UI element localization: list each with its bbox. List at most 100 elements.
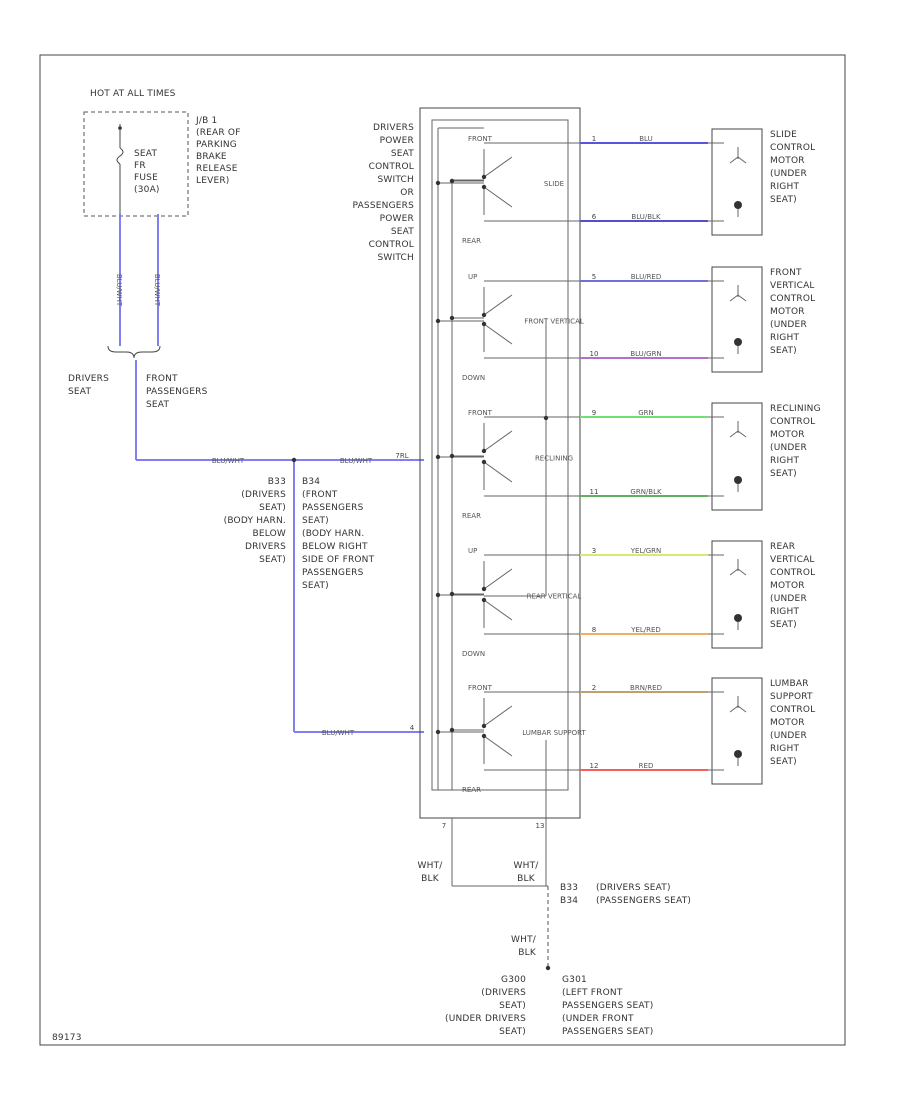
fuse-label-line: (30A) — [134, 185, 160, 195]
switch-position-bottom: DOWN — [462, 650, 485, 658]
ground-label-g301-line: (LEFT FRONT — [562, 988, 623, 998]
motor-label-line: VERTICAL — [770, 281, 815, 291]
switch-section-name: LUMBAR SUPPORT — [522, 729, 586, 737]
switch-position-top: FRONT — [468, 684, 493, 692]
motor-wire-pin: 6 — [592, 213, 597, 221]
switch-contact — [481, 597, 487, 603]
switch-rail-dot — [449, 178, 455, 184]
ground-wire-bottom-line: BLK — [518, 948, 537, 958]
motor-label-line: CONTROL — [770, 417, 815, 427]
motor-wire-label: YEL/RED — [630, 626, 661, 634]
switch-position-bottom: REAR — [462, 786, 481, 794]
seat-drivers-line: DRIVERS — [68, 374, 109, 384]
splice-right-line: B34 — [302, 477, 320, 487]
motor-label-line: CONTROL — [770, 568, 815, 578]
motor-label-line: MOTOR — [770, 307, 805, 317]
switch-rail-dot — [435, 729, 441, 735]
motor-label-line: MOTOR — [770, 156, 805, 166]
switch-contact — [481, 586, 487, 592]
switch-contact — [481, 733, 487, 739]
switch-position-bottom: REAR — [462, 237, 481, 245]
splice-right-line: (BODY HARN. — [302, 529, 364, 539]
motor-label-line: SEAT) — [770, 469, 797, 479]
switch-label-line: SWITCH — [378, 175, 415, 185]
ground-label-g301-line: G301 — [562, 975, 587, 985]
splice-right-line: SEAT) — [302, 516, 329, 526]
motor-label-line: SEAT) — [770, 757, 797, 767]
motor-icon — [734, 614, 742, 622]
jb-label-line: PARKING — [196, 140, 237, 150]
ground-label-g301-line: (UNDER FRONT — [562, 1014, 634, 1024]
motor-label-line: MOTOR — [770, 581, 805, 591]
fuse-icon — [116, 147, 124, 165]
motor-wire-label: YEL/GRN — [630, 547, 661, 555]
motor-label-line: MOTOR — [770, 718, 805, 728]
ground-wire-right-line: WHT/ — [514, 861, 540, 871]
motor-label-line: RIGHT — [770, 182, 799, 192]
motor-icon — [734, 476, 742, 484]
switch-contact — [481, 448, 487, 454]
bus-pin-top: 7RL — [395, 452, 408, 460]
ground-label-g300-line: G300 — [501, 975, 526, 985]
switch-section-name: REAR VERTICAL — [527, 593, 582, 601]
switch-position-top: UP — [468, 273, 477, 281]
splice-label-b34: B34 (FRONT PASSENGERS SEAT) (BODY HARN. BELOW… — [302, 477, 375, 591]
splice-left-line: DRIVERS — [245, 542, 286, 552]
seat-front-line: SEAT — [146, 400, 169, 410]
splice-right-line: PASSENGERS — [302, 503, 364, 513]
switch-rail-dot — [435, 318, 441, 324]
fuse-label-line: FUSE — [134, 173, 158, 183]
switch-position-bottom: REAR — [462, 512, 481, 520]
ground-connector-id-line: B33 — [560, 883, 578, 893]
switch-contact — [481, 184, 487, 190]
switch-label-line: DRIVERS — [373, 123, 414, 133]
ground-label-g300-line: SEAT) — [499, 1001, 526, 1011]
motor-label-line: (UNDER — [770, 320, 807, 330]
splice-right-line: SIDE OF FRONT — [302, 555, 375, 565]
splice-left-line: SEAT) — [259, 555, 286, 565]
motor-label-line: (UNDER — [770, 169, 807, 179]
motor-label-line: FRONT — [770, 268, 802, 278]
motor-wire-label: BLU — [639, 135, 652, 143]
motor-icon — [734, 338, 742, 346]
switch-rail-dot — [435, 180, 441, 186]
ground-point — [545, 965, 551, 971]
motor-label-line: SLIDE — [770, 130, 797, 140]
switch-position-top: UP — [468, 547, 477, 555]
switch-contact — [481, 312, 487, 318]
motor-label-line: SEAT) — [770, 195, 797, 205]
switch-position-top: FRONT — [468, 409, 493, 417]
motor-wires: BLU1BLU/BLK6BLU/RED5BLU/GRN10GRN9GRN/BLK… — [580, 135, 708, 771]
motor-wire-label: BRN/RED — [630, 684, 662, 692]
switch-contact — [481, 459, 487, 465]
motor-label-line: RIGHT — [770, 607, 799, 617]
splice-right-line: BELOW RIGHT — [302, 542, 368, 552]
ground-wire-left-line: WHT/ — [418, 861, 444, 871]
switch-section-lumbar-support: FRONT REAR LUMBAR SUPPORT — [435, 684, 586, 794]
switch-label-line: POWER — [380, 214, 414, 224]
jb-label-line: J/B 1 — [195, 116, 217, 126]
motor-label-line: MOTOR — [770, 430, 805, 440]
motor-wire-pin: 12 — [590, 762, 599, 770]
splice-right-line: (FRONT — [302, 490, 338, 500]
motor-label-line: LUMBAR — [770, 679, 809, 689]
ground-label-g300-line: (DRIVERS — [481, 988, 526, 998]
seat-bracket — [107, 345, 161, 359]
ground-pin-left: 7 — [442, 822, 446, 830]
splice-right-line: SEAT) — [302, 581, 329, 591]
switch-rail-dot — [449, 315, 455, 321]
figure-id: 89173 — [52, 1033, 82, 1043]
ground-label-g300-line: (UNDER DRIVERS — [445, 1014, 526, 1024]
motor-wire-pin: 1 — [592, 135, 596, 143]
ground-wire-right-line: BLK — [517, 874, 536, 884]
ground-label-g301-line: PASSENGERS SEAT) — [562, 1027, 653, 1037]
seat-front-line: PASSENGERS — [146, 387, 208, 397]
